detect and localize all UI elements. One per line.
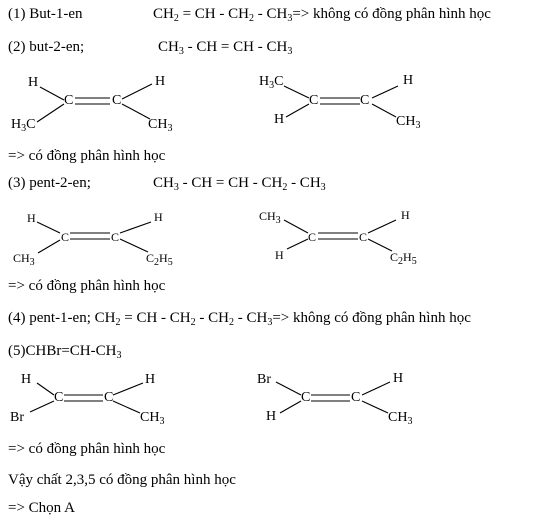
section-5-conclusion: => có đồng phân hình học	[8, 441, 166, 457]
cis-5-bottom-left: Br	[10, 410, 24, 425]
trans-5-bottom-right: CH3	[388, 410, 413, 427]
section-1-note: => không có đồng phân hình học	[292, 6, 491, 22]
trans-2-carbon-1: C	[309, 93, 319, 108]
section-2-formula: CH3 - CH = CH - CH3	[158, 39, 293, 57]
trans-3-carbon-1: C	[308, 230, 317, 244]
trans-2-bottom-left: H	[274, 112, 285, 127]
section-1-label: (1) But-1-en	[8, 6, 83, 22]
summary-text: Vậy chất 2,3,5 có đồng phân hình học	[8, 472, 236, 488]
answer-text: => Chọn A	[8, 500, 75, 516]
section-3-formula: CH3 - CH = CH - CH2 - CH3	[153, 175, 326, 193]
trans-2-top-right: H	[403, 73, 414, 88]
cis-3-carbon-2: C	[111, 230, 120, 244]
cis-2-top-left: H	[28, 75, 39, 90]
trans-bromopropene-bonds	[275, 381, 391, 414]
trans-pent-2-ene-bonds	[283, 219, 397, 252]
cis-3-bottom-right: C2H5	[146, 251, 173, 268]
cis-but-2-ene-bonds	[36, 83, 153, 123]
trans-3-top-right: H	[401, 208, 410, 222]
cis-5-carbon-1: C	[54, 390, 64, 405]
trans-3-bottom-left: H	[275, 248, 284, 262]
trans-but-2-ene-bonds	[283, 85, 399, 118]
section-4-note: => không có đồng phân hình học	[272, 310, 471, 326]
cis-3-top-left: H	[27, 211, 36, 225]
section-2-label: (2) but-2-en;	[8, 39, 85, 55]
section-4-line: (4) pent-1-en; CH2 = CH - CH2 - CH2 - CH…	[8, 310, 471, 328]
trans-2-bottom-right: CH3	[396, 114, 421, 131]
cis-3-bottom-left: CH3	[13, 251, 35, 268]
cis-5-carbon-2: C	[104, 390, 114, 405]
cis-3-top-right: H	[154, 210, 163, 224]
cis-3-carbon-1: C	[61, 230, 70, 244]
cis-2-bottom-right: CH3	[148, 117, 173, 134]
trans-3-carbon-2: C	[359, 230, 368, 244]
cis-pent-2-ene-bonds	[36, 221, 152, 254]
trans-2-top-left: H3C	[259, 74, 284, 91]
cis-2-carbon-2: C	[112, 93, 122, 108]
cis-5-top-right: H	[145, 372, 156, 387]
cis-5-bottom-right: CH3	[140, 410, 165, 427]
cis-2-top-right: H	[155, 74, 166, 89]
cis-5-top-left: H	[21, 372, 32, 387]
cis-2-carbon-1: C	[64, 93, 74, 108]
section-3-conclusion: => có đồng phân hình học	[8, 278, 166, 294]
section-3-label: (3) pent-2-en;	[8, 175, 91, 191]
section-1-formula: CH2 = CH - CH2 - CH3=> không có đồng phâ…	[153, 6, 491, 24]
trans-3-bottom-right: C2H5	[390, 250, 417, 267]
trans-2-carbon-2: C	[360, 93, 370, 108]
trans-5-bottom-left: H	[266, 409, 277, 424]
section-5-label: (5)CHBr=CH-CH3	[8, 343, 122, 361]
trans-5-carbon-1: C	[301, 390, 311, 405]
section-4-label: (4) pent-1-en;	[8, 310, 91, 326]
cis-2-bottom-left: H3C	[11, 117, 36, 134]
cis-bromopropene-bonds	[29, 382, 144, 414]
trans-5-top-left: Br	[257, 372, 271, 387]
trans-3-top-left: CH3	[259, 209, 281, 226]
trans-5-top-right: H	[393, 371, 404, 386]
section-2-conclusion: => có đồng phân hình học	[8, 148, 166, 164]
trans-5-carbon-2: C	[351, 390, 361, 405]
